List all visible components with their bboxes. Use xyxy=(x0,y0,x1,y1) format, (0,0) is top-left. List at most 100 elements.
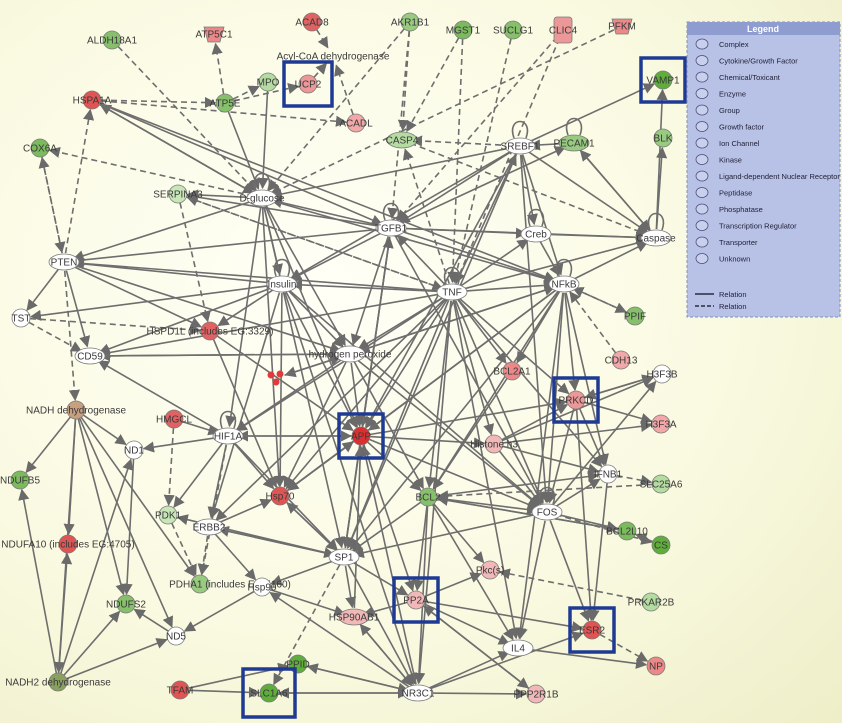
node-akr1b1[interactable]: AKR1B1 xyxy=(391,12,430,32)
legend-item-label: Cytokine/Growth Factor xyxy=(719,57,798,66)
node-pten[interactable]: PTEN xyxy=(48,253,80,271)
node-nd1[interactable]: ND1 xyxy=(124,440,144,460)
node-mgst1[interactable]: MGST1 xyxy=(446,20,481,40)
node-hspd1l[interactable]: HSPD1L (includes EG:3329) xyxy=(147,321,274,341)
node-blk[interactable]: BLK xyxy=(654,128,673,148)
highlight-box-app xyxy=(337,412,385,460)
node-ndufa10[interactable]: NDUFA10 (includes EG:4705) xyxy=(1,534,135,554)
node-pdha1[interactable]: PDHA1 (includes EG:5160) xyxy=(169,574,291,594)
node-cs[interactable]: CS xyxy=(651,535,671,555)
node-ppif[interactable]: PPIF xyxy=(624,306,646,326)
node-mpo[interactable]: MPO xyxy=(257,72,280,92)
edge-prkar2b-pkcs xyxy=(498,568,643,602)
node-shape-pecam1 xyxy=(558,134,590,152)
node-hsp70[interactable]: Hsp70 xyxy=(266,486,295,506)
node-tst[interactable]: TST xyxy=(12,308,31,328)
self-loop-srebf1 xyxy=(511,120,529,139)
node-bcl2a1[interactable]: BCL2A1 xyxy=(493,361,531,381)
node-dglucose[interactable]: D-glucose xyxy=(239,189,285,207)
node-ifnb1[interactable]: IFNB1 xyxy=(594,464,623,484)
edge-tnf-il4 xyxy=(452,300,520,640)
node-vamp1[interactable]: VAMP1 xyxy=(646,70,680,90)
node-casp4[interactable]: CASP4 xyxy=(386,131,419,149)
edge-dglucose-hsp70 xyxy=(261,206,285,488)
node-nd5[interactable]: ND5 xyxy=(166,626,186,646)
node-nfkb[interactable]: NFkB xyxy=(548,275,580,293)
edge-acadl-acyl xyxy=(334,64,354,115)
edge-erbb2-hsp70 xyxy=(216,498,272,525)
node-shape-bcl2l10 xyxy=(617,521,637,541)
node-pfkm[interactable]: PFKM xyxy=(608,18,636,35)
node-cox6a[interactable]: COX6A xyxy=(23,138,57,158)
node-tgfb1[interactable]: TGFB1 xyxy=(375,219,408,237)
node-ucp2[interactable]: UCP2 xyxy=(295,74,322,94)
node-h3f3b[interactable]: H3F3B xyxy=(646,364,678,384)
node-tfam[interactable]: TFAM xyxy=(167,680,194,700)
node-ppp2r1b[interactable]: PPP2R1B xyxy=(513,684,559,704)
edge-pten-tst xyxy=(26,268,60,311)
edge-h2o2-nfkb xyxy=(358,284,556,352)
node-cd59[interactable]: CD59 xyxy=(74,347,106,365)
edge-hspd1l-hsp70 xyxy=(212,338,278,488)
node-ndufb5[interactable]: NDUFB5 xyxy=(0,470,40,490)
node-insulin[interactable]: Insulin xyxy=(266,275,298,293)
node-serpina3[interactable]: SERPINA3 xyxy=(153,184,203,204)
node-prkar2b[interactable]: PRKAR2B xyxy=(628,592,675,612)
node-acyl[interactable]: Acyl-CoA dehydrogenase xyxy=(277,52,390,63)
edge-insulin-hsp70 xyxy=(274,292,286,488)
edge-insulin-erbb2 xyxy=(209,292,281,519)
node-tnf[interactable]: TNF xyxy=(436,283,468,301)
edge-bcl2-il4 xyxy=(431,504,514,641)
node-bcl2l10[interactable]: BCL2L10 xyxy=(606,521,648,541)
node-acad8[interactable]: ACAD8 xyxy=(295,12,329,32)
node-clic4[interactable]: CLIC4 xyxy=(549,16,578,44)
node-hsp90[interactable]: Hsp90 xyxy=(248,577,277,597)
node-histoneh3[interactable]: Histone h3 xyxy=(470,434,518,454)
edge-akr1b1-casp4 xyxy=(397,30,411,132)
node-srebf1[interactable]: SREBF1 xyxy=(501,137,540,155)
node-slc25a6[interactable]: SLC25A6 xyxy=(640,474,683,494)
node-h2o2[interactable]: hydrogen peroxide xyxy=(309,345,392,363)
node-atp5c1[interactable]: ATP5C1 xyxy=(195,26,233,43)
complex-icon xyxy=(695,38,709,50)
node-fe[interactable] xyxy=(267,370,284,386)
node-pdk1[interactable]: PDK1 xyxy=(155,505,182,525)
node-pecam1[interactable]: PECAM1 xyxy=(553,134,595,152)
edge-tnf-hif1a xyxy=(235,296,445,432)
node-prkcd[interactable]: PRKCD xyxy=(558,390,594,410)
node-nr3c1[interactable]: NR3C1 xyxy=(402,684,435,702)
node-label-h2o2: hydrogen peroxide xyxy=(309,350,392,361)
node-app[interactable]: APP xyxy=(351,426,371,446)
node-fos[interactable]: FOS xyxy=(531,503,563,521)
node-slc1a6[interactable]: SLC1A6 xyxy=(250,683,288,703)
node-erbb2[interactable]: ERBB2 xyxy=(193,518,226,536)
node-np[interactable]: NP xyxy=(646,656,666,676)
node-creb[interactable]: Creb xyxy=(520,225,552,243)
node-il4[interactable]: IL4 xyxy=(502,639,534,657)
edge-hspd1l-app xyxy=(216,335,354,431)
node-hspa1a[interactable]: HSPA1A xyxy=(73,90,112,110)
node-bcl2[interactable]: BCL2 xyxy=(415,487,441,507)
node-hsp90ab1[interactable]: HSP90AB1 xyxy=(329,608,380,626)
node-nadhdh[interactable]: NADH dehydrogenase xyxy=(26,400,126,420)
node-hmgcl[interactable]: HMGCL xyxy=(156,409,193,429)
node-esr2[interactable]: ESR2 xyxy=(579,620,606,640)
node-label-acadl: ACADL xyxy=(339,119,373,130)
node-nadh2dh[interactable]: NADH2 dehydrogenase xyxy=(5,672,111,692)
node-acadl[interactable]: ACADL xyxy=(339,113,373,133)
node-pkcs[interactable]: Pkc(s) xyxy=(476,560,504,580)
node-hif1a[interactable]: HIF1A xyxy=(212,427,244,445)
node-suclg1[interactable]: SUCLG1 xyxy=(493,20,533,40)
node-aldh18a1[interactable]: ALDH18A1 xyxy=(87,30,137,50)
node-ndufs2[interactable]: NDUFS2 xyxy=(106,594,146,614)
node-h3f3a[interactable]: H3F3A xyxy=(645,414,677,434)
node-atp5e[interactable]: ATP5E xyxy=(210,93,241,113)
node-label-cdh13: CDH13 xyxy=(605,356,638,367)
node-caspase[interactable]: Caspase xyxy=(636,229,676,247)
node-sp1[interactable]: SP1 xyxy=(328,548,360,566)
node-shape-pfkm xyxy=(611,18,633,35)
node-cdh13[interactable]: CDH13 xyxy=(605,350,638,370)
edge-hsp90-hsp90ab1 xyxy=(270,589,346,617)
node-pp2a[interactable]: PP2A xyxy=(403,590,429,610)
